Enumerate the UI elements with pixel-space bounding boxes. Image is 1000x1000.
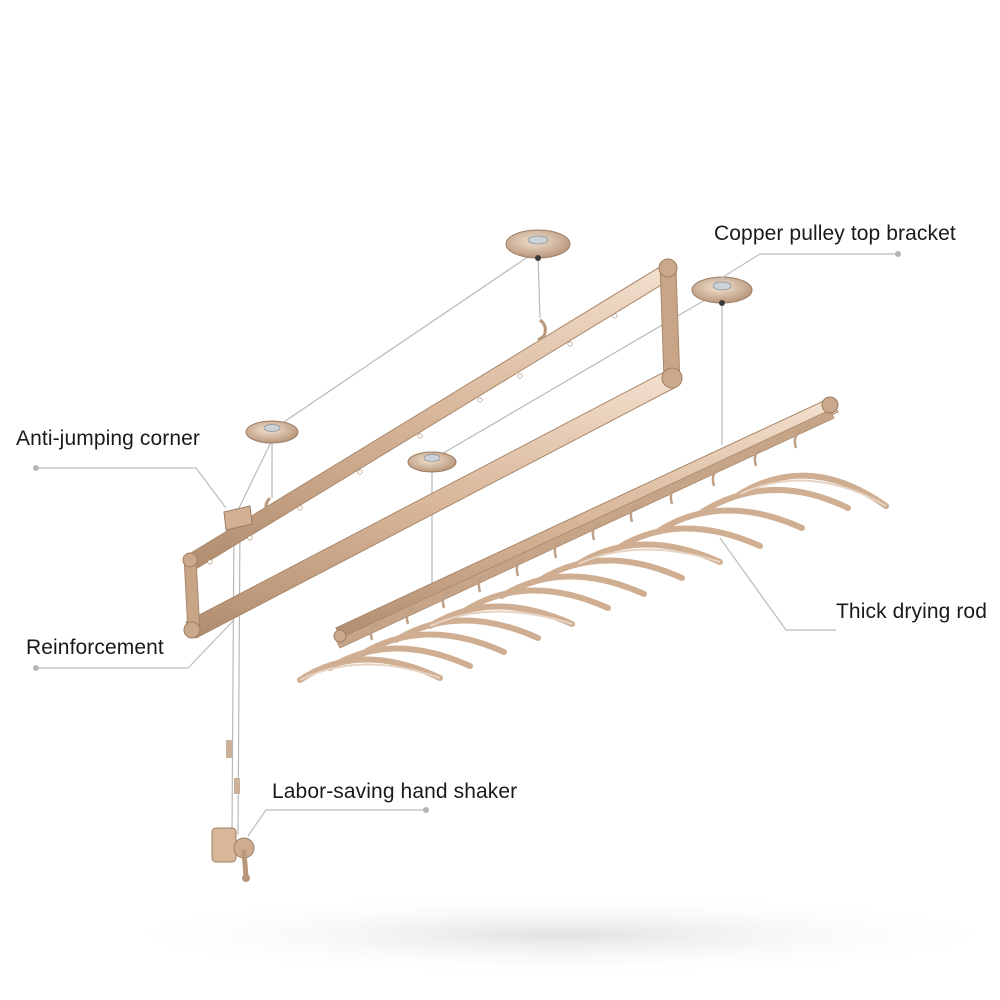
pulley-bracket-1 <box>505 229 571 261</box>
floor-shadow <box>100 893 1000 977</box>
hanger-inner-lines <box>299 479 887 681</box>
hand-shaker <box>211 740 255 882</box>
drying-rod <box>333 396 839 649</box>
leader-dots <box>33 251 901 813</box>
label-top-bracket: Copper pulley top bracket <box>714 222 956 245</box>
label-anti-jumping-corner: Anti-jumping corner <box>16 427 200 450</box>
hangers <box>297 472 889 683</box>
label-thick-drying-rod: Thick drying rod <box>836 600 987 623</box>
label-reinforcement: Reinforcement <box>26 636 164 659</box>
frame-assembly <box>182 258 683 639</box>
pulley-bracket-2 <box>691 276 753 306</box>
pulley-bracket-4 <box>407 451 457 473</box>
hanger-hooks <box>369 430 803 641</box>
leader-lines <box>36 253 898 837</box>
label-hand-shaker: Labor-saving hand shaker <box>272 780 518 803</box>
pulley-bracket-3 <box>245 420 299 444</box>
